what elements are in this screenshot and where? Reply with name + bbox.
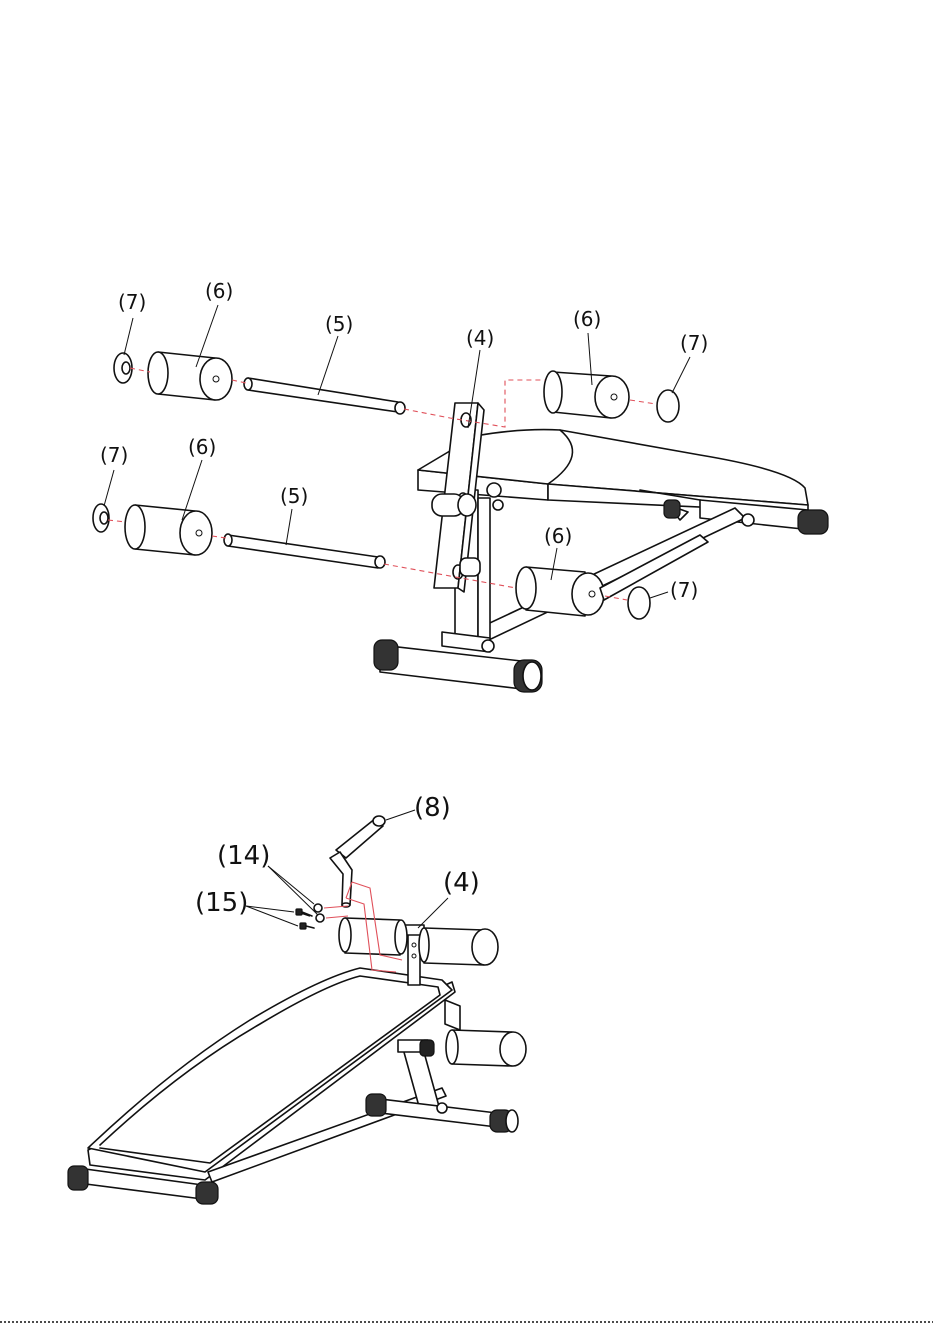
front-base-tube [374, 632, 542, 692]
label-end-cap-7-bottom-right: (7) [670, 578, 698, 602]
bottom-left-foam-roller-6 [125, 505, 212, 555]
rear-foot-cap-left [664, 500, 680, 518]
lower-foam-roller [446, 1030, 526, 1066]
bolts-15 [296, 909, 314, 929]
main-diagonal-tube [462, 508, 745, 648]
handle-8 [330, 816, 385, 907]
label-bolts-15: (15) [195, 888, 248, 918]
upper-right-foam-roller [419, 928, 498, 965]
bottom-right-end-cap-7 [628, 587, 650, 619]
bottom-tube-5 [224, 534, 385, 568]
diagram-2-handle-attachment: (8) (14) (15) (4) [68, 793, 526, 1204]
bench-board [88, 968, 455, 1180]
upper-left-foam-roller [339, 918, 407, 955]
label-tube-5-bottom: (5) [280, 484, 308, 508]
front-foot-tube [366, 1094, 518, 1132]
diagram-1-exploded-view: (7) (6) (5) (4) (6) (7) (7) (6) (5) (6) … [93, 279, 828, 692]
top-left-washer-7 [114, 353, 132, 383]
top-right-end-cap-7 [657, 390, 679, 422]
label-handle-8: (8) [414, 793, 451, 823]
top-right-foam-roller-6 [544, 371, 629, 418]
label-tube-5-top: (5) [325, 312, 353, 336]
bottom-left-washer-7 [93, 504, 109, 532]
top-left-foam-roller-6 [148, 352, 232, 400]
label-end-cap-7-top-right: (7) [680, 331, 708, 355]
label-post-4: (4) [466, 326, 494, 350]
top-tube-5 [244, 378, 405, 414]
front-foot-cap-left [374, 640, 398, 670]
label-washers-14: (14) [217, 841, 270, 871]
label-foam-roller-6-bottom-left: (6) [188, 435, 216, 459]
upright-column [398, 1040, 440, 1110]
label-foam-roller-6-top-right: (6) [573, 307, 601, 331]
label-foam-roller-6-top-left: (6) [205, 279, 233, 303]
label-washer-7-top-left: (7) [118, 290, 146, 314]
label-foam-roller-6-bottom-right: (6) [544, 524, 572, 548]
label-leg-post-4: (4) [443, 868, 480, 898]
label-washer-7-bottom-left: (7) [100, 443, 128, 467]
rear-foot-cap-right [798, 510, 828, 534]
